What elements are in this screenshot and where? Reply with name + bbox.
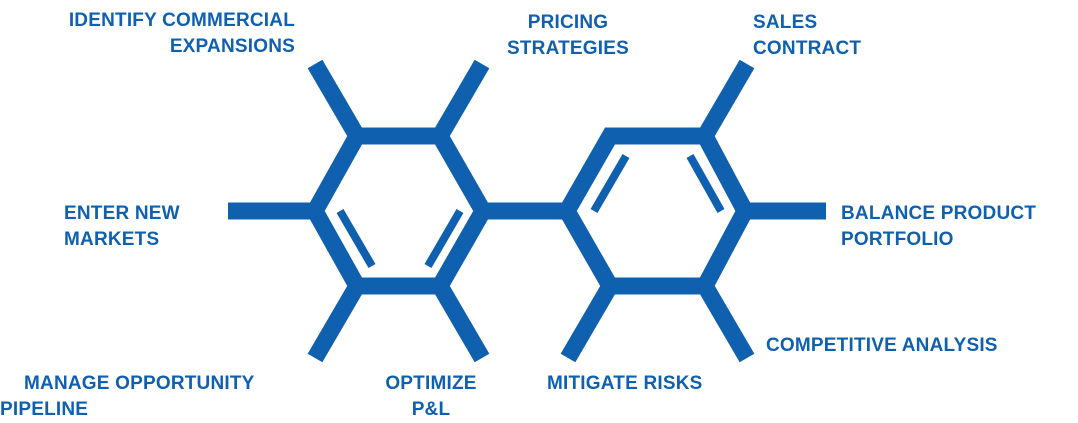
- right-inner-bond-a: [590, 153, 630, 214]
- label-line: PIPELINE: [0, 399, 89, 420]
- branch-manage-opportunity: [307, 281, 365, 363]
- label-line: MARKETS: [64, 229, 160, 250]
- label-competitive-analysis: COMPETITIVE ANALYSIS: [766, 333, 998, 359]
- label-line: P&L: [411, 399, 451, 420]
- label-pricing-strategies: PRICING STRATEGIES: [494, 10, 642, 62]
- label-line: CONTRACT: [753, 38, 862, 59]
- label-sales-contract: SALES CONTRACT: [753, 10, 861, 62]
- label-enter-new-markets: ENTER NEW MARKETS: [64, 201, 180, 253]
- branch-competitive-analysis: [697, 281, 755, 363]
- label-identify-commercial-expansions: IDENTIFY COMMERCIAL EXPANSIONS: [69, 8, 295, 60]
- left-inner-bond-a: [336, 208, 376, 269]
- branch-mitigate-risks: [560, 281, 618, 363]
- branch-optimize-pl: [432, 281, 490, 363]
- label-manage-opportunity-pipeline: MANAGE OPPORTUNITY PIPELINE: [0, 371, 255, 423]
- label-line: ENTER NEW: [64, 203, 180, 224]
- branch-sales-contract: [697, 59, 755, 141]
- label-line: MANAGE OPPORTUNITY: [24, 373, 255, 394]
- branch-pricing-strategies: [432, 59, 490, 141]
- label-optimize-pl: OPTIMIZE P&L: [366, 371, 496, 423]
- label-line: MITIGATE RISKS: [547, 373, 703, 394]
- label-line: COMPETITIVE ANALYSIS: [766, 335, 998, 356]
- left-inner-bond-b: [424, 208, 464, 269]
- label-line: EXPANSIONS: [169, 36, 295, 57]
- label-line: PRICING: [527, 12, 609, 33]
- label-line: OPTIMIZE: [385, 373, 477, 394]
- label-line: STRATEGIES: [507, 38, 629, 59]
- label-mitigate-risks: MITIGATE RISKS: [547, 371, 703, 397]
- label-line: PORTFOLIO: [841, 229, 954, 250]
- label-line: IDENTIFY COMMERCIAL: [68, 10, 295, 31]
- label-line: SALES: [753, 12, 818, 33]
- label-balance-product-portfolio: BALANCE PRODUCT PORTFOLIO: [841, 201, 1036, 253]
- branch-identify-commercial: [307, 59, 365, 141]
- right-inner-bond-b: [686, 154, 725, 213]
- label-line: BALANCE PRODUCT: [841, 203, 1037, 224]
